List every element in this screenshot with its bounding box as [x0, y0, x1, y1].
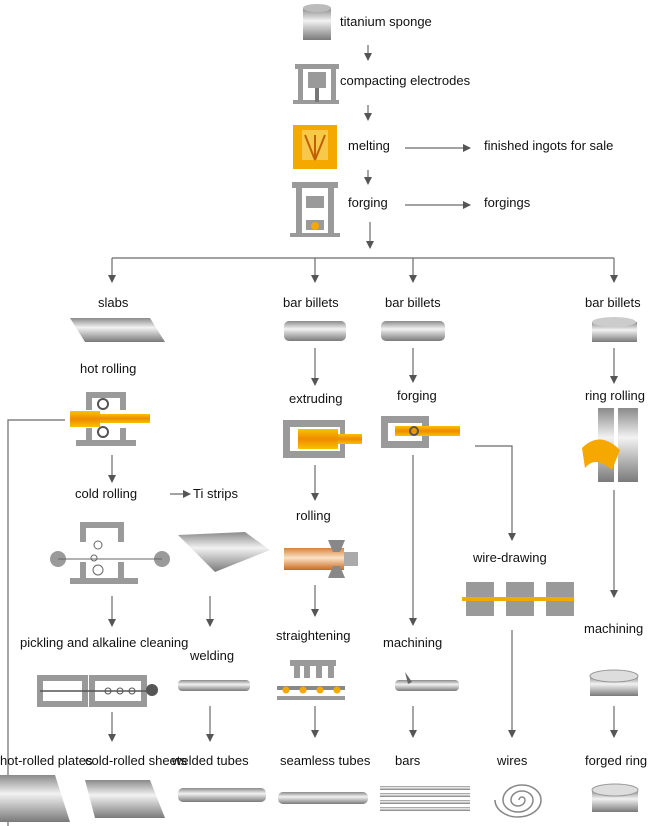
- ring-machining-icon: [589, 669, 639, 696]
- melting-furnace-icon: [293, 125, 337, 169]
- label-bars: bars: [395, 753, 421, 768]
- label-bar-billets: bar billets: [585, 295, 641, 310]
- label-cold-rolled-sheets: cold-rolled sheets: [85, 753, 187, 768]
- pickling-line-icon: [37, 675, 158, 707]
- ring-rolling-icon: [582, 408, 638, 482]
- label-seamless-tubes: seamless tubes: [280, 753, 371, 768]
- label-machining: machining: [584, 621, 643, 636]
- hot-rolled-plate-icon: [0, 775, 70, 822]
- label-ti-strips: Ti strips: [193, 486, 239, 501]
- sheet-coil-icon: [178, 532, 270, 572]
- compacting-press-icon: [293, 64, 339, 104]
- label-bar-billets: bar billets: [283, 295, 339, 310]
- label-welded-tubes: welded tubes: [171, 753, 249, 768]
- label-pickling: pickling and alkaline cleaning: [20, 635, 188, 650]
- bars-product-icon: [380, 786, 470, 811]
- flow-line: [7, 419, 65, 826]
- ring-billet-icon: [592, 317, 637, 342]
- label-rolling: rolling: [296, 508, 331, 523]
- forging-press-icon: [290, 182, 340, 237]
- wire-drawing-icon: [462, 582, 574, 616]
- label-forging: forging: [348, 195, 388, 210]
- cold-rolled-sheet-icon: [85, 780, 165, 818]
- label-finished-ingots: finished ingots for sale: [484, 138, 613, 153]
- label-straightening: straightening: [276, 628, 350, 643]
- label-forgings: forgings: [484, 195, 531, 210]
- label-wire-drawing: wire-drawing: [472, 550, 547, 565]
- label-cold-rolling: cold rolling: [75, 486, 137, 501]
- titanium-sponge-icon: [303, 4, 331, 40]
- bar-forging-icon: [381, 416, 460, 448]
- label-hot-rolled-plates: hot-rolled plates: [0, 753, 93, 768]
- welded-tube-product-icon: [178, 788, 266, 802]
- label-hot-rolling: hot rolling: [80, 361, 136, 376]
- label-bar-billets: bar billets: [385, 295, 441, 310]
- label-slabs: slabs: [98, 295, 129, 310]
- label-titanium-sponge: titanium sponge: [340, 14, 432, 29]
- label-forging: forging: [397, 388, 437, 403]
- label-wires: wires: [496, 753, 528, 768]
- label-machining: machining: [383, 635, 442, 650]
- seamless-tube-product-icon: [278, 792, 368, 804]
- wire-coil-icon: [494, 784, 542, 818]
- welded-tube-icon: [178, 680, 250, 691]
- label-melting: melting: [348, 138, 390, 153]
- label-compacting-electrodes: compacting electrodes: [340, 73, 471, 88]
- bar-billet-icon: [284, 321, 346, 341]
- tube-rolling-icon: [284, 540, 358, 578]
- bar-billet-icon: [381, 321, 445, 341]
- forged-ring-icon: [591, 783, 639, 812]
- flow-arrow: [475, 445, 516, 541]
- label-welding: welding: [189, 648, 234, 663]
- slab-icon: [70, 318, 165, 342]
- label-extruding: extruding: [289, 391, 342, 406]
- cold-rolling-mill-icon: [50, 522, 170, 584]
- straightening-machine-icon: [277, 660, 345, 700]
- extruder-icon: [283, 420, 362, 458]
- hot-rolling-mill-icon: [70, 392, 150, 446]
- bar-machining-icon: [395, 672, 459, 691]
- label-ring-rolling: ring rolling: [585, 388, 645, 403]
- label-forged-ring: forged ring: [585, 753, 647, 768]
- connector-lines: [7, 45, 618, 826]
